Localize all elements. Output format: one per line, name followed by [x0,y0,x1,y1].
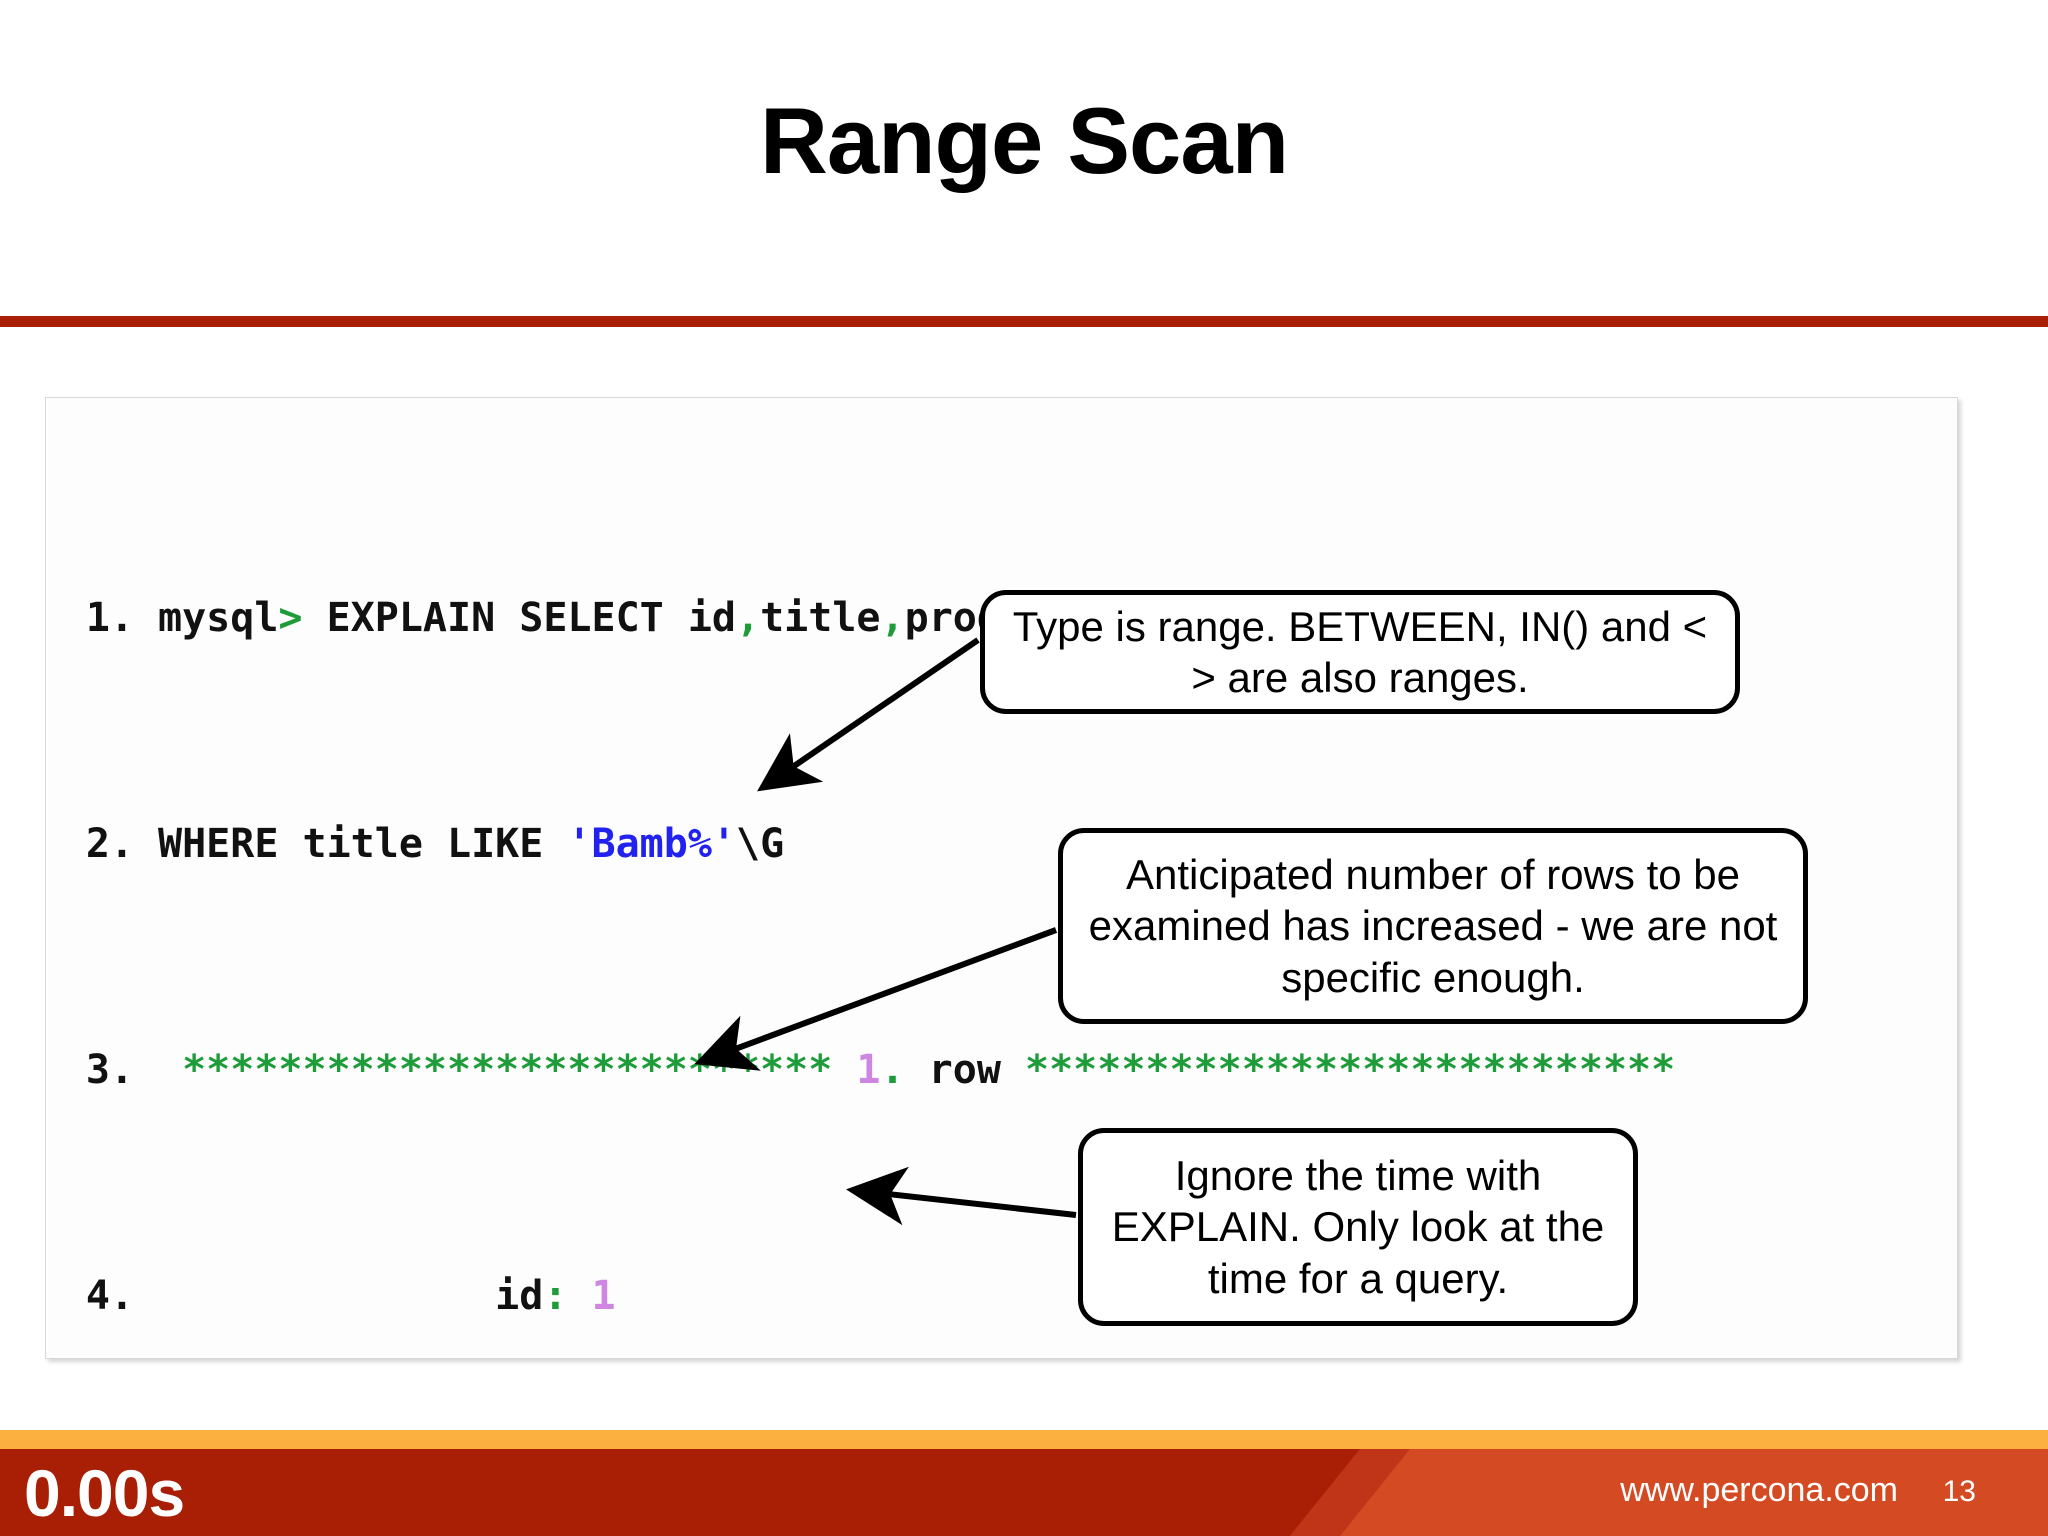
title-divider [0,316,2048,327]
code-line-3: 3. *************************** 1. row **… [46,1042,1957,1099]
footer-website-link[interactable]: www.percona.com [1620,1471,1898,1509]
footer-timing-label: 0.00s [24,1456,185,1530]
footer-accent-stripe [0,1430,2048,1449]
line-number: 4. [85,1272,134,1319]
line-number: 2. [85,820,134,867]
line-number: 3. [85,1046,134,1093]
callout-ignore-time: Ignore the time with EXPLAIN. Only look … [1078,1128,1638,1326]
code-line-4: 4. id: 1 [46,1268,1957,1325]
callout-rows-increased: Anticipated number of rows to be examine… [1058,828,1808,1024]
footer-bar: 0.00s www.percona.com 13 [0,1449,2048,1536]
footer-page-number: 13 [1942,1475,1976,1508]
code-line-2: 2.WHERE title LIKE 'Bamb%'\G [46,816,1957,873]
line-number: 1. [85,594,134,641]
page-title: Range Scan [759,88,1289,193]
callout-type-is-range: Type is range. BETWEEN, IN() and < > are… [980,590,1740,714]
footer-left-panel [0,1449,1360,1536]
